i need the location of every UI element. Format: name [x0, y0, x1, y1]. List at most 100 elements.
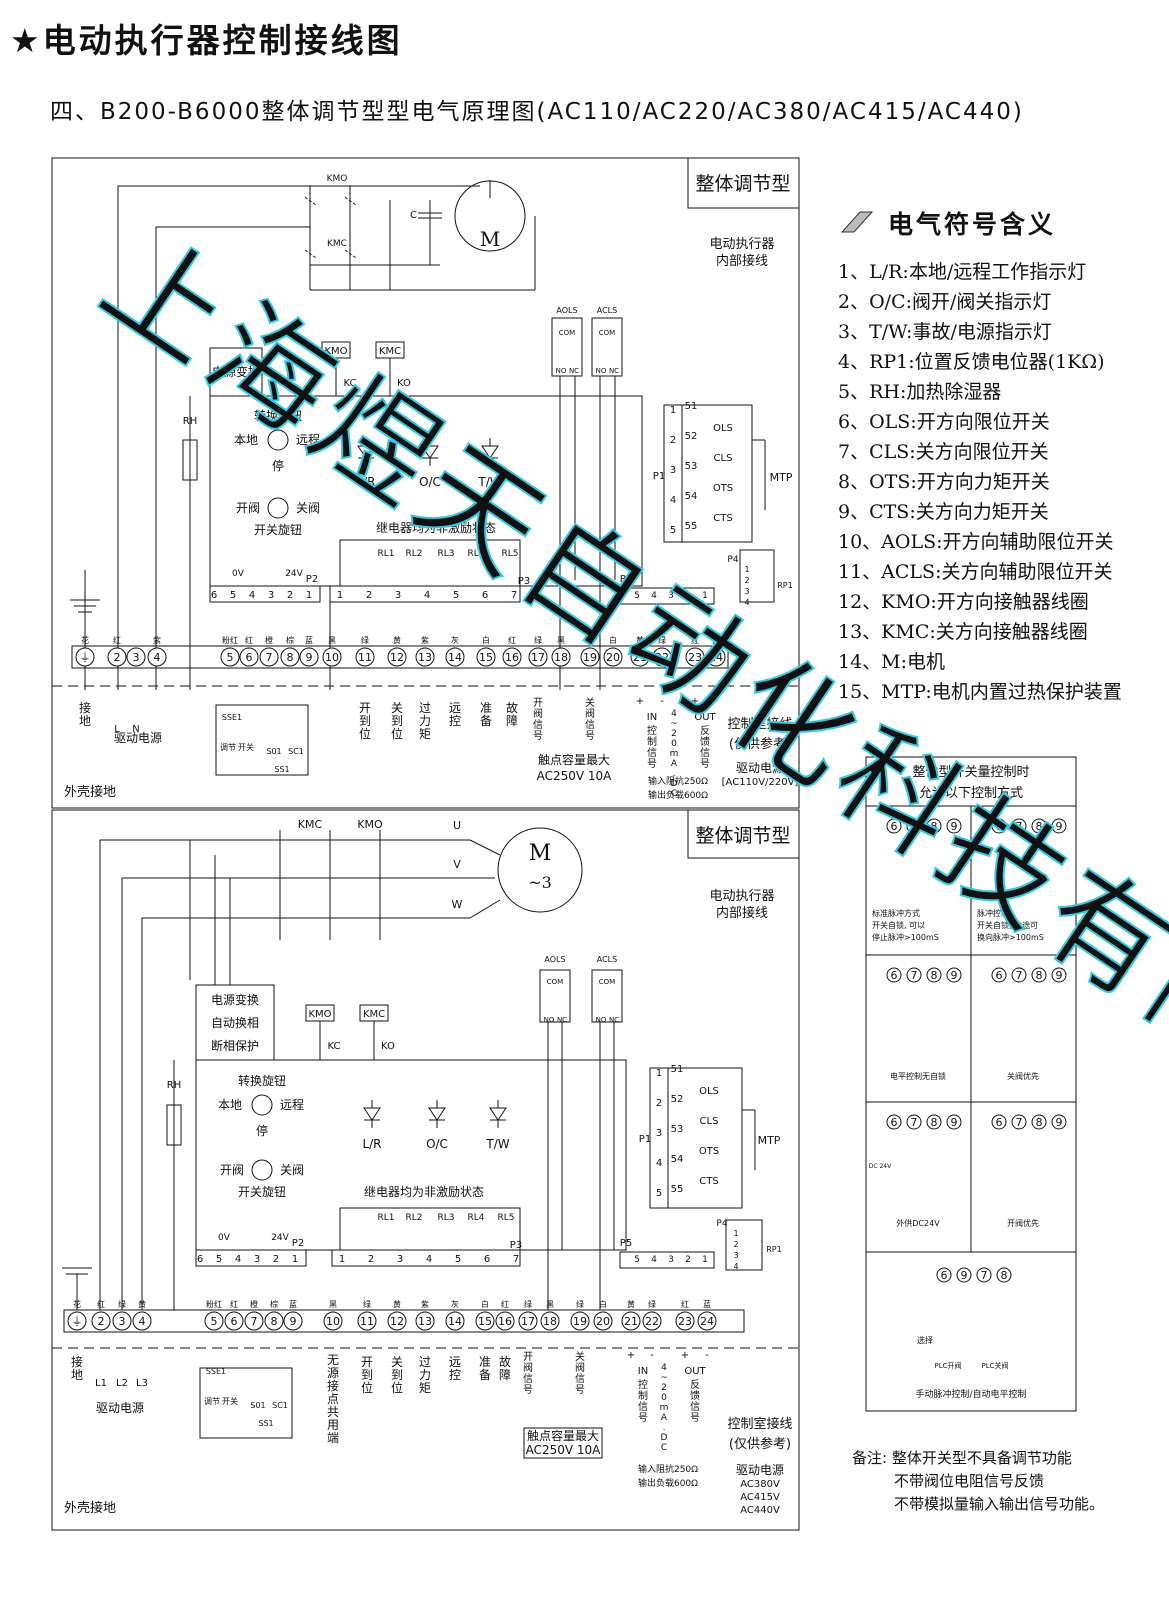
terminal-1 — [67, 1311, 87, 1331]
feedback-signal-label: 反 — [690, 1379, 700, 1391]
rp1-label: RP1 — [777, 581, 792, 590]
power-convert-label: 断相保护 — [211, 1038, 259, 1053]
modes-panel — [865, 756, 1077, 1412]
terminal-14 — [445, 1311, 465, 1331]
no-label: NO — [596, 367, 607, 375]
close-position-label: 关 — [391, 1355, 403, 1369]
terminal-number: 19 — [573, 1315, 587, 1328]
p1-pin: 4 — [670, 495, 676, 506]
led-indicator-icon — [357, 438, 375, 466]
terminal-9 — [299, 647, 319, 667]
over-torque-label: 力 — [419, 1368, 431, 1382]
ready-label: 准 — [480, 701, 492, 715]
p2-pin: 4 — [235, 1254, 241, 1265]
terminal-number: 9 — [951, 820, 958, 833]
modes-bottom-caption: 手动脉冲控制/自动电平控制 — [915, 1388, 1026, 1400]
out-label: OUT — [694, 712, 716, 723]
close-signal-label: 号 — [575, 1384, 585, 1396]
open-signal-label: 信 — [523, 1373, 533, 1385]
mode-terminal — [926, 1114, 942, 1130]
limit-switch-label: CTS — [699, 1176, 718, 1187]
limit-switch-label: OTS — [699, 1146, 719, 1157]
p2-pin: 3 — [268, 590, 274, 601]
mode-label: 开关 — [238, 742, 254, 752]
com-label: COM — [599, 978, 615, 986]
open-position-label: 位 — [359, 726, 371, 741]
p2-pin: 6 — [211, 590, 217, 601]
plus-label: + — [636, 696, 644, 707]
page-subtitle: 四、B200-B6000整体调节型型电气原理图(AC110/AC220/AC38… — [50, 99, 1024, 125]
terminal-5 — [220, 647, 240, 667]
control-room-label: (仅供参考) — [729, 736, 791, 752]
wire-color-label: 红 — [681, 1299, 689, 1309]
terminal-number: 20 — [606, 651, 620, 664]
power-line-label: L1 — [95, 1378, 107, 1389]
remote-control-label: 控 — [449, 1368, 461, 1382]
s01-label: S01 — [266, 747, 281, 756]
terminal-number: 10 — [326, 1315, 340, 1328]
legend-item: 2、O/C:阀开/阀关指示灯 — [838, 291, 1052, 313]
sc1-label: SC1 — [272, 1401, 288, 1410]
current-range-label: 4 — [661, 1363, 667, 1373]
note-line: 备注: 整体开关型不具备调节功能 — [852, 1449, 1072, 1467]
p4-pin: 2 — [744, 576, 749, 585]
out-label: OUT — [684, 1366, 706, 1377]
relay-label: RL2 — [406, 1213, 423, 1223]
shell-ground-label: 外壳接地 — [64, 784, 116, 800]
mode-terminal — [886, 1114, 902, 1130]
kmc-coil-label: KMC — [379, 346, 401, 357]
switch-knob-label: 开关旋钮 — [254, 522, 302, 537]
contact-capacity-label: 触点容量最大 — [527, 1428, 599, 1443]
wire-color-label: 绿 — [576, 1300, 584, 1309]
led-indicator-icon — [481, 438, 499, 466]
p3-pin: 5 — [455, 1254, 461, 1265]
mode-terminal — [991, 1114, 1007, 1130]
control-signal-label: 控 — [638, 1378, 648, 1391]
p4-pin: 3 — [744, 587, 749, 596]
wire-color-label: 红 — [230, 1299, 238, 1309]
p3-label: P3 — [518, 576, 530, 587]
legend-marker-icon — [840, 211, 874, 233]
terminal-6 — [239, 647, 259, 667]
p1-inner-pin: 54 — [685, 491, 698, 502]
close-signal-label: 阀 — [575, 1361, 585, 1374]
p3-pin: 3 — [395, 590, 401, 601]
wire-color-label: 红 — [97, 1299, 105, 1309]
acls-label: ACLS — [597, 955, 617, 964]
fault-label: 障 — [506, 713, 518, 728]
legend-item: 4、RP1:位置反馈电位器(1KΩ) — [838, 351, 1105, 373]
terminal-number: 7 — [251, 1315, 258, 1328]
terminal-number: 8 — [271, 1315, 278, 1328]
legend-item: 5、RH:加热除湿器 — [838, 381, 1002, 403]
current-range-label: A — [661, 1413, 668, 1423]
p1-inner-pin: 55 — [671, 1184, 684, 1195]
note-line: 不带模拟量输入输出信号功能。 — [894, 1495, 1105, 1513]
terminal-number: 7 — [1016, 1116, 1023, 1129]
led-indicator-icon — [489, 1100, 507, 1128]
mode-terminal — [936, 1267, 952, 1283]
relay-note: 继电器均为非激励状态 — [376, 521, 496, 535]
wire-color-label: 白 — [482, 635, 490, 645]
terminal-3 — [112, 1311, 132, 1331]
bottom-terminal-bar — [63, 1309, 745, 1333]
terminal-number: 2 — [98, 1315, 105, 1328]
p3-pin: 7 — [513, 1254, 519, 1265]
terminal-13 — [415, 1311, 435, 1331]
p5-pin: 3 — [668, 591, 674, 601]
footnote: 备注: 整体开关型不具备调节功能不带阀位电阻信号反馈不带模拟量输入输出信号功能。 — [852, 1447, 1104, 1516]
legend-item: 7、CLS:关方向限位开关 — [838, 441, 1049, 463]
p3-pin: 5 — [453, 590, 459, 601]
wire-color-label: 红 — [691, 635, 699, 645]
mode-terminal — [906, 1114, 922, 1130]
mode-terminal — [1051, 967, 1067, 983]
terminal-22 — [642, 1311, 662, 1331]
open-position-label: 开 — [361, 1355, 373, 1369]
p2-pin: 1 — [306, 590, 312, 601]
control-room-label: (仅供参考) — [729, 1436, 791, 1452]
remote-control-label: 远 — [449, 1355, 461, 1369]
wire-color-label: 绿 — [648, 1300, 656, 1309]
p4-label: P4 — [716, 1219, 727, 1229]
wire-color-label: 绿 — [524, 1300, 532, 1309]
